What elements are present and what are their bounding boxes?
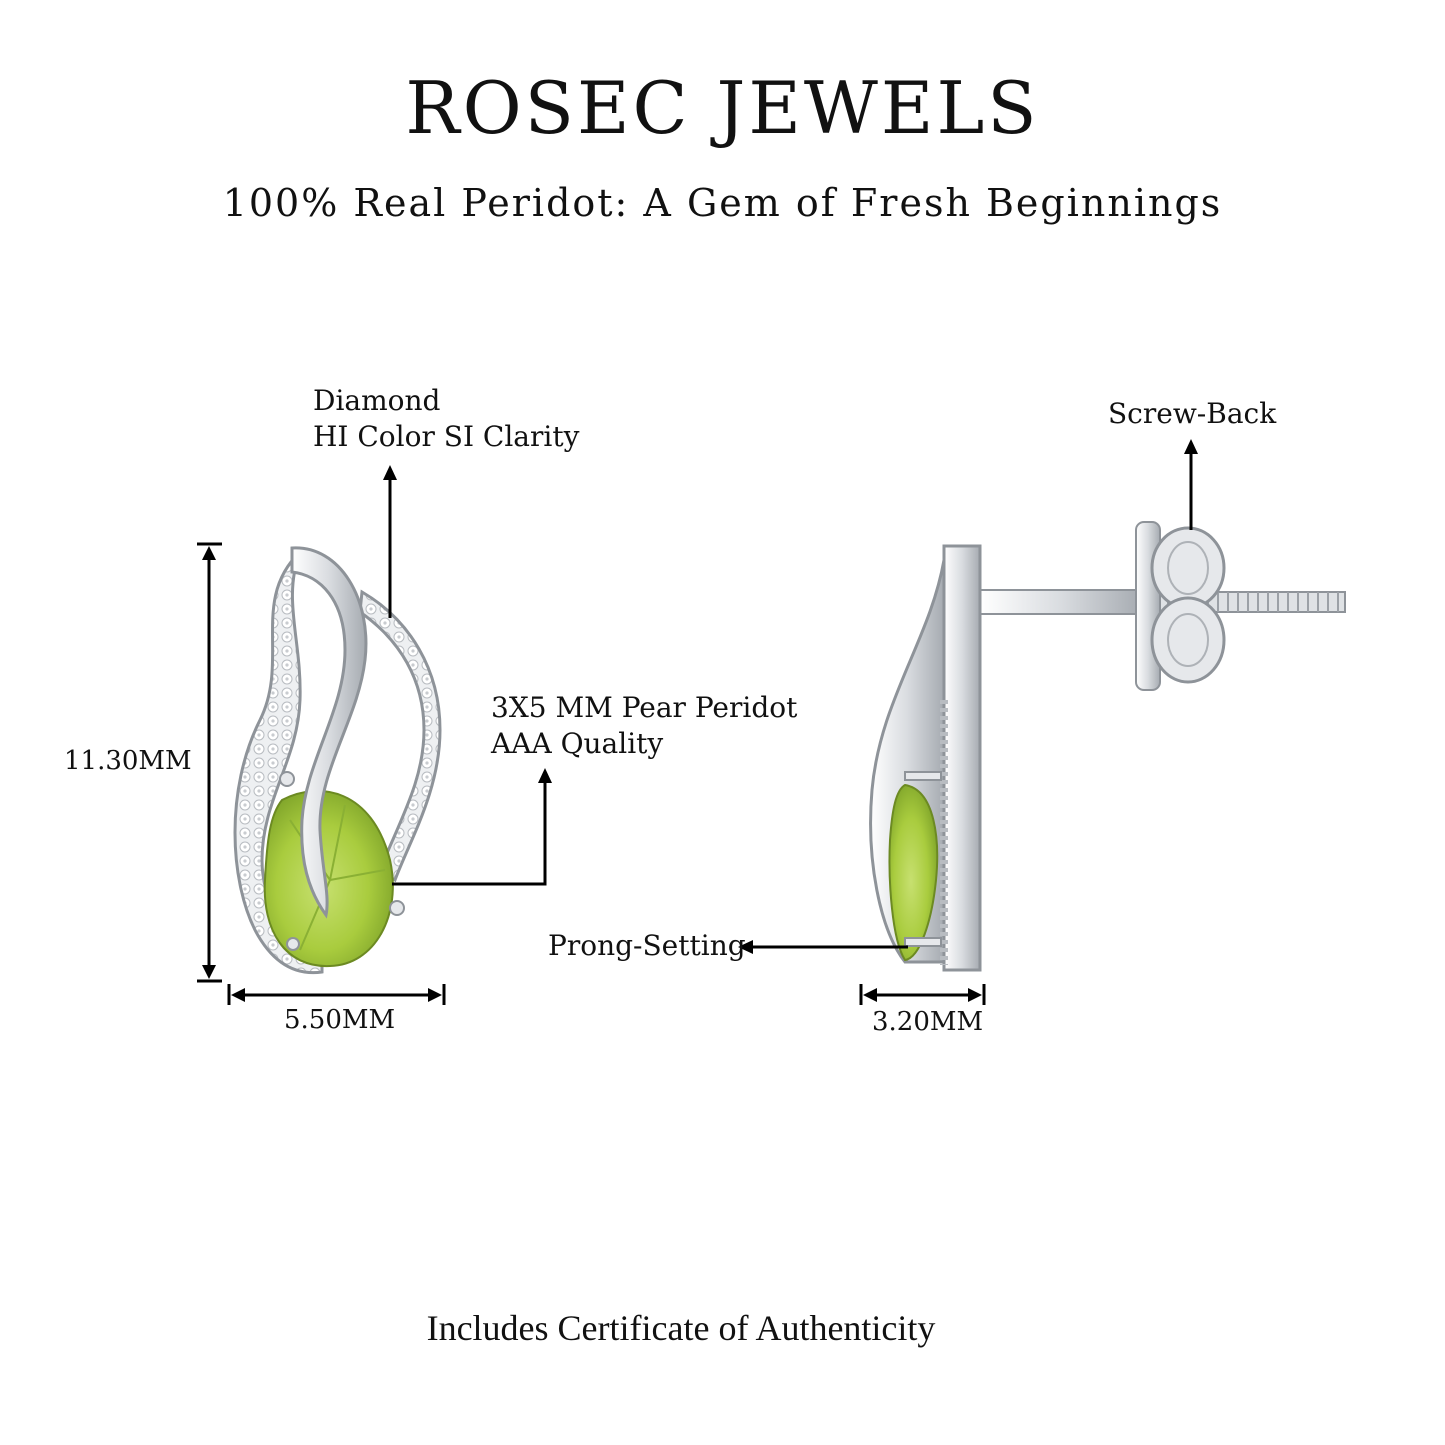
stud-side-profile-icon	[869, 521, 1346, 972]
peridot-callout-leader	[392, 768, 552, 886]
diamond-label-line2: HI Color SI Clarity	[313, 420, 580, 453]
screw-back-label: Screw-Back	[1108, 397, 1277, 430]
height-dimension-line	[197, 542, 222, 983]
depth-dimension-label: 3.20MM	[872, 1007, 984, 1037]
brand-title: ROSEC JEWELS	[405, 66, 1040, 150]
leaf-flame-stud-front-icon	[233, 546, 442, 975]
width-dimension-line	[227, 984, 446, 1005]
height-dimension-label: 11.30MM	[64, 746, 192, 776]
tagline: 100% Real Peridot: A Gem of Fresh Beginn…	[222, 181, 1223, 225]
width-dimension-label: 5.50MM	[284, 1005, 396, 1035]
prong-setting-callout-leader	[738, 940, 908, 954]
peridot-label: 3X5 MM Pear Peridot AAA Quality	[491, 690, 797, 762]
prong-setting-label: Prong-Setting	[548, 929, 746, 962]
peridot-label-line2: AAA Quality	[491, 727, 664, 760]
diamond-label-line1: Diamond	[313, 384, 441, 417]
peridot-label-line1: 3X5 MM Pear Peridot	[491, 691, 798, 724]
depth-dimension-line	[859, 984, 986, 1005]
screw-back-callout-leader	[1184, 439, 1198, 530]
diamond-callout-leader	[383, 465, 397, 618]
diamond-label: Diamond HI Color SI Clarity	[313, 383, 579, 455]
certificate-text: Includes Certificate of Authenticity	[426, 1308, 936, 1348]
